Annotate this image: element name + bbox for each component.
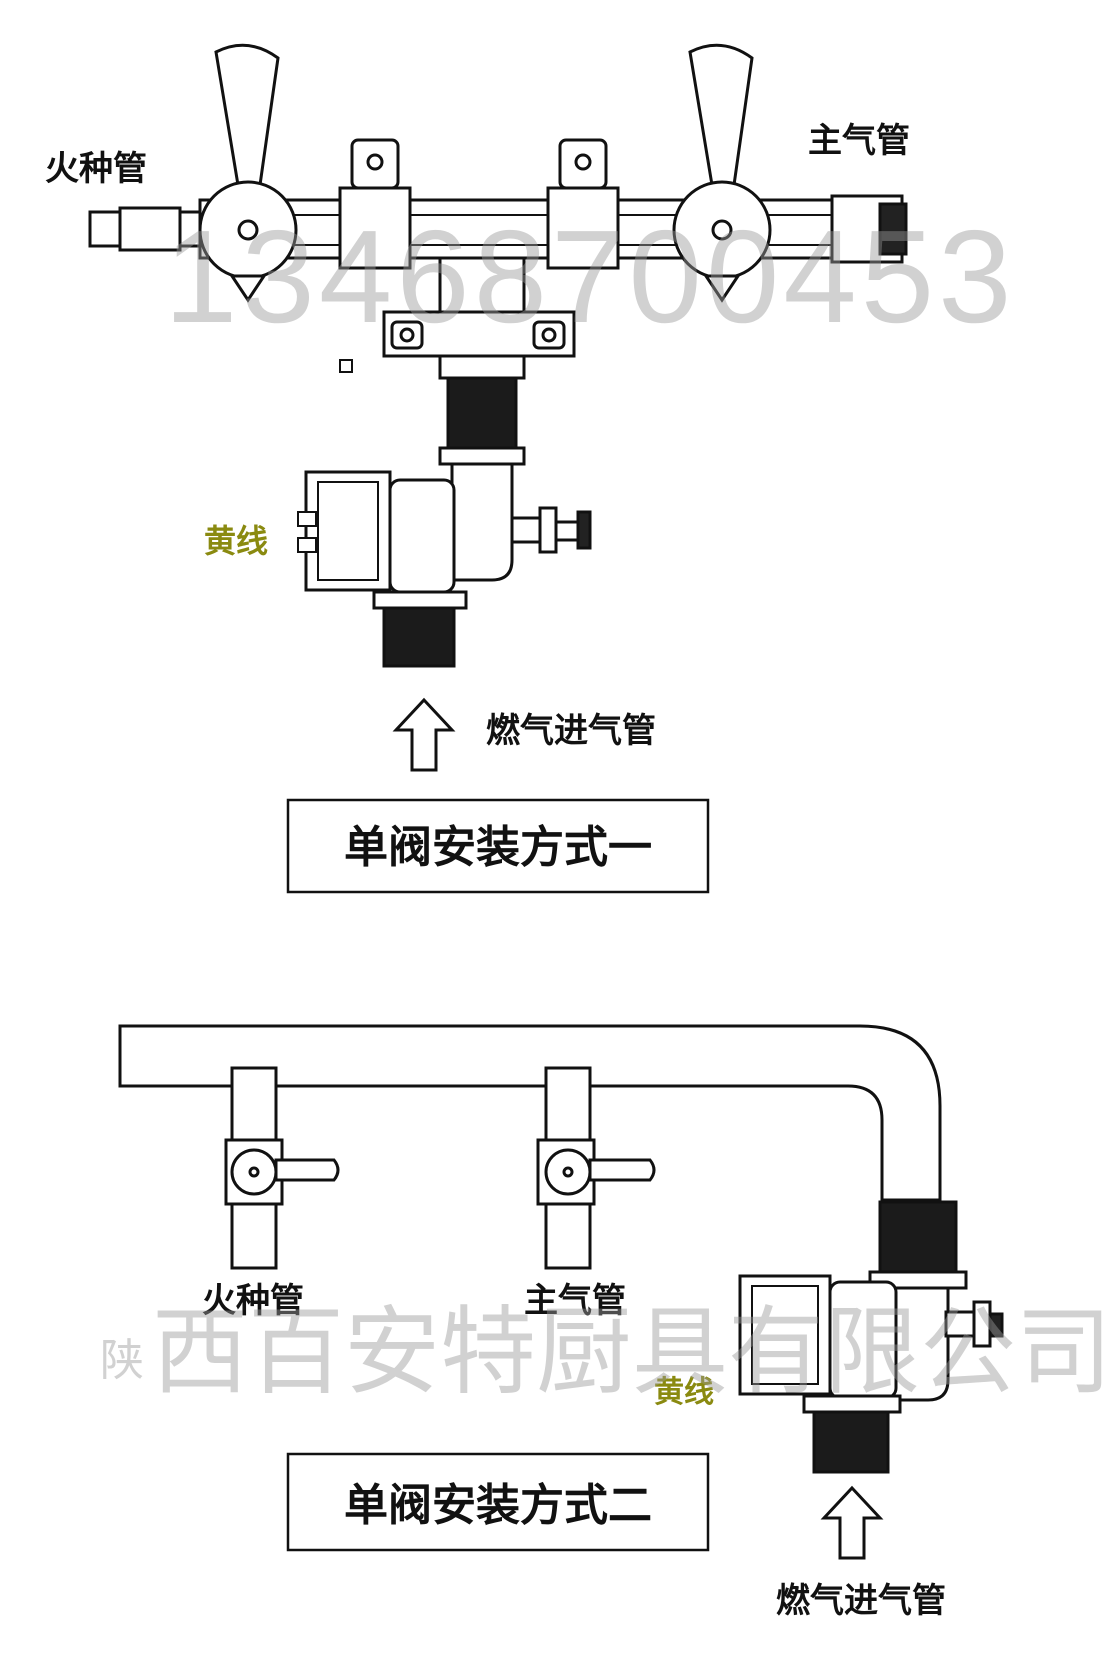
threaded-nipple-2 (878, 1200, 958, 1276)
watermark-prefix: 陕 (100, 1336, 144, 1385)
elbow (450, 462, 514, 582)
pilot-pipe-end (118, 206, 182, 252)
inlet-thread-2 (812, 1410, 890, 1474)
header-pipe (118, 1024, 942, 1202)
diagram-2 (118, 1024, 1004, 1560)
inlet-arrow-1 (392, 697, 456, 772)
threaded-nipple (446, 376, 518, 452)
main-drop-2 (536, 1066, 656, 1270)
main-label-2: 主气管 (524, 1281, 626, 1321)
caption-2: 单阀安装方式二 (344, 1480, 652, 1531)
pipe-clamp-right (546, 138, 620, 270)
inlet-arrow-2 (820, 1485, 884, 1560)
watermark-phone: 13468700453 (164, 203, 1016, 350)
pilot-drop-2 (224, 1066, 340, 1270)
pilot-valve-handle (214, 43, 280, 187)
main-pipe-thread (878, 202, 908, 256)
yellow-wire-label-2: 黄线 (654, 1375, 714, 1410)
yellow-wire-label-1: 黄线 (204, 522, 268, 560)
caption-1: 单阀安装方式一 (344, 822, 652, 873)
pilot-valve (198, 43, 298, 303)
main-valve (672, 43, 772, 303)
solenoid-valve-1 (297, 470, 592, 668)
inlet-label-1: 燃气进气管 (486, 711, 656, 751)
caption-box-2 (286, 1452, 710, 1552)
main-label-1: 主气管 (808, 121, 910, 161)
solenoid-valve-2 (738, 1274, 1004, 1474)
pilot-label-1: 火种管 (45, 149, 147, 189)
inlet-label-2: 燃气进气管 (776, 1581, 946, 1621)
inlet-thread (382, 606, 456, 668)
diagram-1 (88, 43, 908, 894)
caption-box-1 (286, 798, 710, 894)
pilot-label-2: 火种管 (202, 1281, 304, 1321)
solenoid-body (388, 478, 456, 594)
pipe-clamp-left (338, 138, 412, 270)
main-valve-handle (688, 43, 754, 187)
watermark-company: 西百安特厨具有限公司 (152, 1299, 1112, 1406)
